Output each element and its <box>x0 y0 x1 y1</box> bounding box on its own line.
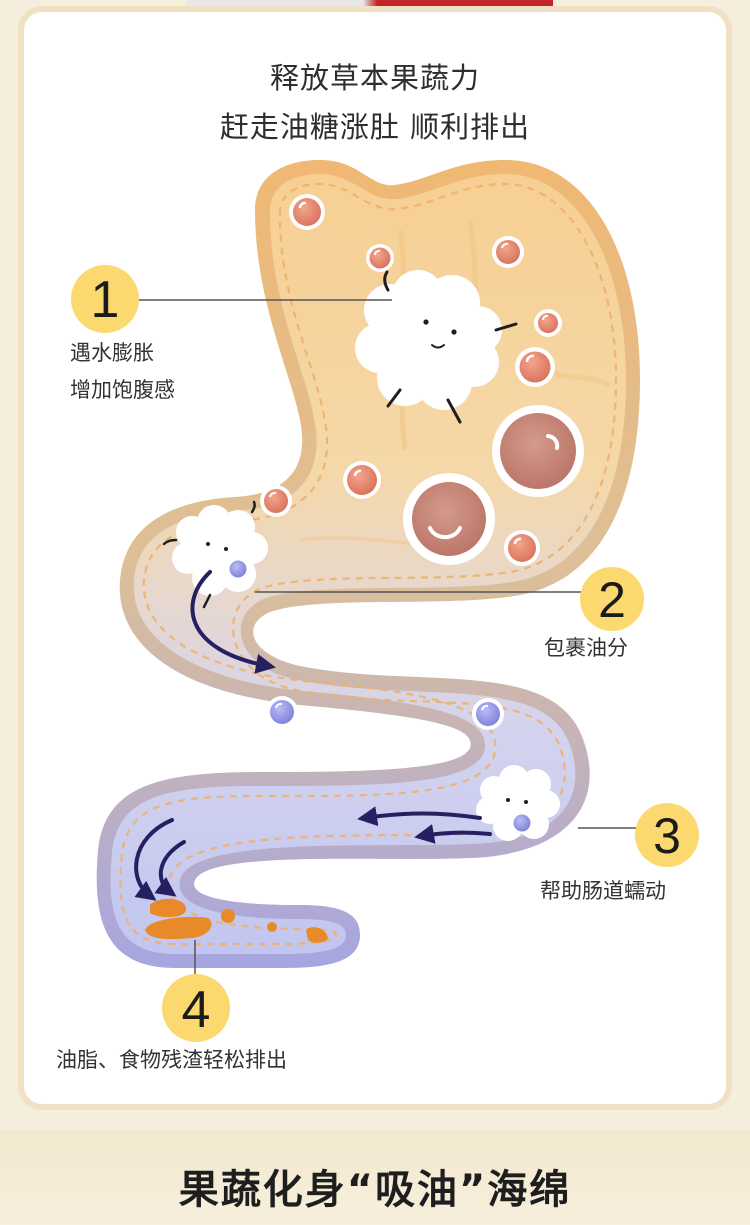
step-2-line-1: 包裹油分 <box>544 636 628 660</box>
footer-title: 果蔬化身“吸油”海绵 <box>178 1167 572 1213</box>
step-3-label: 帮助肠道蠕动 <box>540 873 666 910</box>
leader-lines <box>138 299 636 975</box>
headline-line-1: 释放草本果蔬力 <box>269 61 480 95</box>
digestive-diagram: 1 2 3 4 <box>71 160 699 1042</box>
arrow-left <box>414 824 492 844</box>
footer-banner <box>0 1130 750 1225</box>
oil-bubble-large <box>492 405 584 497</box>
arrow-left <box>357 806 482 827</box>
movement-arrows <box>134 570 492 901</box>
oil-bubble <box>492 236 524 268</box>
step-number-3: 3 <box>653 808 681 864</box>
absorbed-oil-bubble <box>266 696 298 728</box>
arrow-down <box>134 818 174 901</box>
step-number-1: 1 <box>91 271 120 329</box>
headline-line-2: 赶走油糖涨肚 顺利排出 <box>219 110 531 144</box>
step-badge-1: 1 <box>71 265 139 333</box>
step-4-label: 油脂、食物残渣轻松排出 <box>56 1042 287 1079</box>
oil-bubble <box>260 485 292 517</box>
step-4-line-1: 油脂、食物残渣轻松排出 <box>56 1048 287 1072</box>
oil-bubble <box>343 461 381 499</box>
step-2-label: 包裹油分 <box>544 630 628 667</box>
sponge-character-small <box>476 765 560 841</box>
step-number-4: 4 <box>182 981 211 1039</box>
oil-bubble-large <box>403 473 495 565</box>
step-1-label: 遇水膨胀 增加饱腹感 <box>70 335 175 409</box>
oil-bubble <box>366 244 394 272</box>
step-badge-2: 2 <box>580 567 644 631</box>
oil-bubble <box>515 347 555 387</box>
arrow-down <box>154 840 186 897</box>
oil-bubbles <box>260 194 584 730</box>
oil-bubble <box>534 309 562 337</box>
sponge-character-small <box>162 500 268 609</box>
oil-residue <box>145 898 328 943</box>
oil-bubble <box>504 530 540 566</box>
step-badge-3: 3 <box>635 803 699 867</box>
step-3-line-1: 帮助肠道蠕动 <box>540 879 666 903</box>
arrow-down-right <box>190 570 276 674</box>
step-number-2: 2 <box>598 572 626 628</box>
step-1-line-1: 遇水膨胀 <box>70 341 154 365</box>
step-badge-4: 4 <box>162 974 230 1042</box>
step-1-line-2: 增加饱腹感 <box>70 378 175 402</box>
absorbed-oil-bubble <box>472 698 504 730</box>
sponge-character-large <box>355 270 518 424</box>
oil-bubble <box>289 194 325 230</box>
